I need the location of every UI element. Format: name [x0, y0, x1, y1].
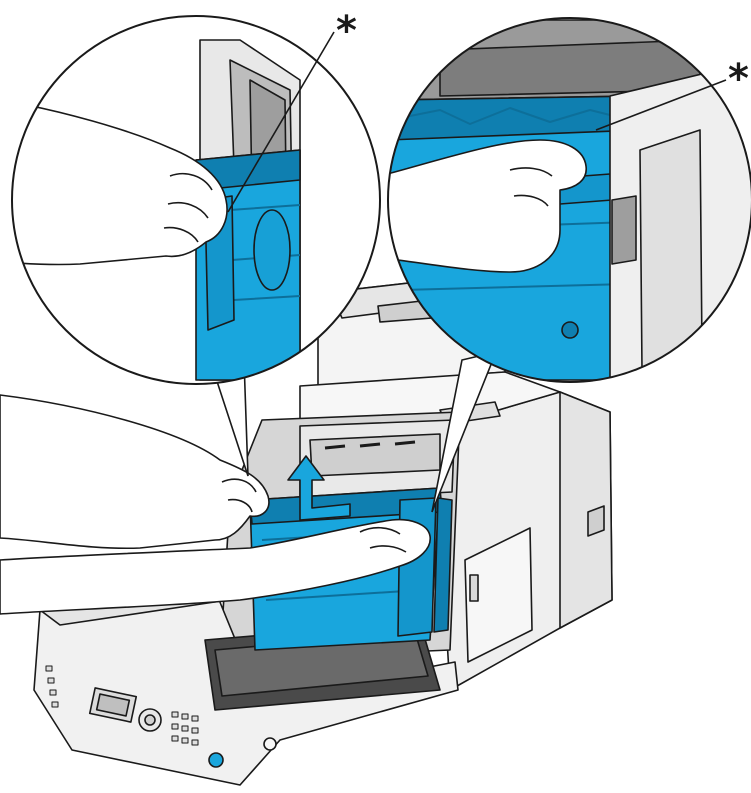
control-panel: [45, 665, 277, 768]
right-hand-icon: [0, 518, 431, 615]
right-leader-line: [595, 79, 727, 131]
hands: [0, 394, 431, 615]
right-asterisk-marker: *: [728, 56, 749, 102]
left-asterisk-marker: *: [336, 8, 357, 54]
zoom-left-hand-icon: [12, 99, 228, 266]
left-hand-icon: [0, 394, 270, 550]
left-leader-line: [227, 31, 335, 213]
upward-arrow-icon: [287, 455, 351, 521]
zoom-right-hand-icon: [388, 139, 587, 273]
callout-leaders: [227, 31, 727, 213]
left-magnifier-circle-icon: [11, 15, 381, 385]
